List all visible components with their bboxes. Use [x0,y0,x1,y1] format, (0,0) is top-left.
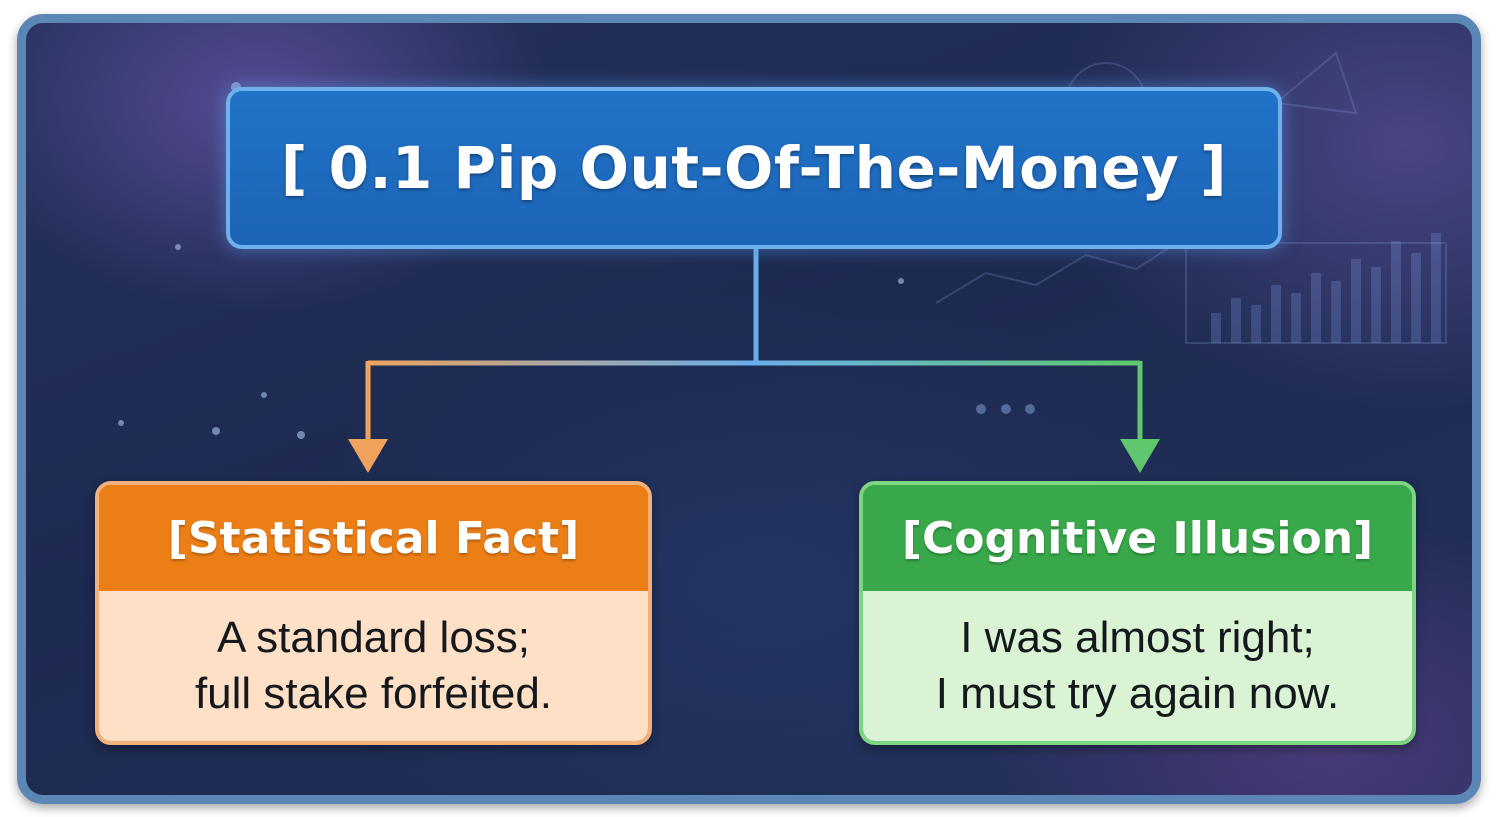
statistical-fact-line-1: A standard loss; [216,613,531,662]
cognitive-illusion-line-1: I was almost right; [960,613,1315,662]
cognitive-illusion-header: [Cognitive Illusion] [863,485,1412,591]
background-chart-panel [1185,242,1447,344]
cognitive-illusion-line-2: I must try again now. [935,669,1340,718]
statistical-fact-body: A standard loss; full stake forfeited. [99,591,648,741]
background-trend-line [935,236,1187,304]
connector-lines [348,249,1160,473]
right-arrow-head [1120,439,1160,473]
title-box: [ 0.1 Pip Out-Of-The-Money ] [226,87,1282,249]
background-dots [976,404,1035,414]
background-triangle [1273,51,1358,115]
statistical-fact-card: [Statistical Fact] A standard loss; full… [95,481,652,745]
cognitive-illusion-body: I was almost right; I must try again now… [863,591,1412,741]
cognitive-illusion-card: [Cognitive Illusion] I was almost right;… [859,481,1416,745]
left-arrow-head [348,439,388,473]
statistical-fact-line-2: full stake forfeited. [194,669,553,718]
title-text: [ 0.1 Pip Out-Of-The-Money ] [280,134,1228,202]
background-decoration [118,51,1447,439]
statistical-fact-header: [Statistical Fact] [99,485,648,591]
diagram-frame: [ 0.1 Pip Out-Of-The-Money ] [Statistica… [17,14,1481,804]
